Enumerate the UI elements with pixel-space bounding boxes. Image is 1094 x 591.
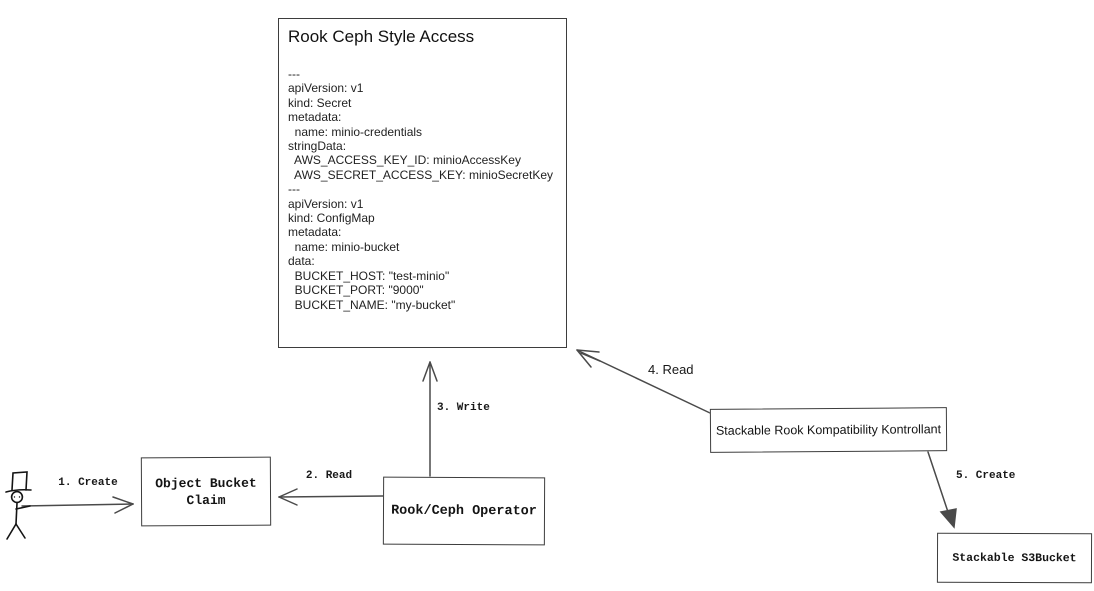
node-object-bucket-claim: Object Bucket Claim: [140, 456, 272, 527]
arrow-read-access: [576, 349, 711, 414]
arrow-create-s3bucket: [927, 451, 957, 529]
rook-ceph-style-access-box: Rook Ceph Style Access --- apiVersion: v…: [278, 18, 567, 348]
node-rook-ceph-operator: Rook/Ceph Operator: [382, 476, 546, 546]
edge-label-write-access: 3. Write: [437, 402, 490, 414]
edge-label-create-obc: 1. Create: [58, 477, 118, 489]
node-stackable-s3bucket: Stackable S3Bucket: [936, 532, 1093, 584]
arrow-read-obc: [278, 488, 384, 506]
edge-label-read-access: 4. Read: [648, 362, 694, 377]
edge-label-read-obc: 2. Read: [305, 470, 353, 482]
yaml-manifest-text: --- apiVersion: v1 kind: Secret metadata…: [288, 67, 553, 312]
node-stackable-rook-kompatibility-kontrollant: Stackable Rook Kompatibility Kontrollant: [709, 407, 948, 453]
user-actor-icon: [5, 471, 32, 540]
arrow-create-obc: [21, 496, 134, 514]
main-box-title: Rook Ceph Style Access: [288, 27, 475, 46]
arrow-write-access: [422, 361, 438, 477]
edge-label-create-s3bucket: 5. Create: [956, 470, 1016, 482]
